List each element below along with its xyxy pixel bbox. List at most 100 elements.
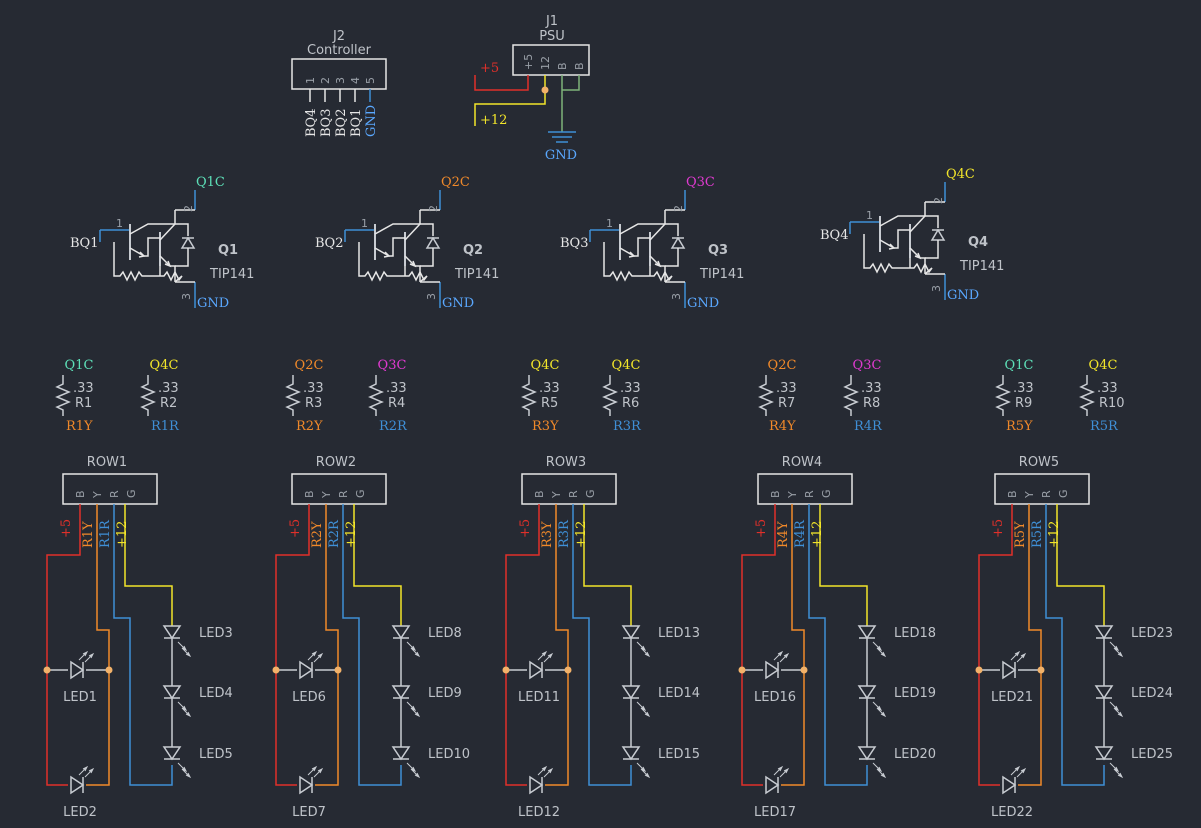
junction-dot — [334, 666, 342, 674]
led-ref: LED18 — [894, 626, 936, 641]
transistor-ref: Q1 — [218, 243, 238, 258]
led-icon — [529, 766, 553, 794]
row-net-label: R4Y — [776, 521, 791, 548]
j2-body — [291, 58, 387, 90]
wire-yellow — [583, 504, 632, 626]
led-ref: LED6 — [292, 690, 326, 705]
resistor-top-net: Q3C — [378, 358, 407, 373]
wire-red — [741, 504, 776, 786]
resistor-top-net: Q4C — [1089, 358, 1118, 373]
led-ref: LED14 — [658, 686, 700, 701]
j2-pin-number: 3 — [334, 77, 347, 84]
row-pin-letter: Y — [91, 491, 104, 499]
pin-number: 3 — [425, 293, 438, 300]
row-net-label: +5 — [754, 519, 769, 538]
j2-pin-number: 1 — [304, 77, 317, 84]
base-net-label: BQ4 — [820, 228, 848, 243]
j1-pin-number: +5 — [522, 54, 535, 70]
wire-orange — [545, 504, 569, 786]
wire-orange — [1018, 504, 1042, 786]
led-ref: LED4 — [199, 686, 233, 701]
resistor-top-net: Q4C — [612, 358, 641, 373]
resistor-ref: R7 — [778, 396, 795, 411]
j1-pin-number: B — [556, 62, 569, 70]
junction-dot — [105, 666, 113, 674]
row-net-label: R2Y — [310, 521, 325, 548]
resistor-ref: R4 — [388, 396, 405, 411]
wire-yellow — [353, 504, 402, 626]
led-ref: LED8 — [428, 626, 462, 641]
j2-net-label: BQ2 — [334, 109, 349, 137]
resistor-bottom-net: R4Y — [769, 419, 796, 434]
darlington-symbol — [358, 209, 440, 283]
row-net-label: +12 — [574, 521, 589, 548]
row-net-label: +12 — [1047, 521, 1062, 548]
base-net-label: BQ2 — [315, 236, 343, 251]
led-ref: LED13 — [658, 626, 700, 641]
j2-net-label: BQ4 — [304, 109, 319, 137]
led-ref: LED22 — [991, 805, 1033, 820]
j1-gnd-label: GND — [545, 148, 577, 163]
wire-blue — [113, 504, 173, 786]
row-net-label: R1Y — [81, 521, 96, 548]
led-ref: LED24 — [1131, 686, 1173, 701]
led-ref: LED5 — [199, 747, 233, 762]
row-pin-letter: B — [1006, 490, 1019, 498]
j1-pin-number: 12 — [539, 56, 552, 70]
resistor-bottom-net: R2Y — [296, 419, 323, 434]
led-ref: LED12 — [518, 805, 560, 820]
resistor-ref: R3 — [305, 396, 322, 411]
resistor-value: .33 — [776, 381, 797, 396]
row-pin-letter: G — [584, 489, 597, 498]
junction-dot — [564, 666, 572, 674]
resistor-symbol — [286, 379, 300, 417]
wire-gnd — [561, 75, 580, 132]
led-ref: LED19 — [894, 686, 936, 701]
row-net-label: +5 — [991, 519, 1006, 538]
row-net-label: R2R — [327, 519, 342, 548]
darlington-symbol — [603, 209, 685, 283]
row-pin-letter: R — [1040, 490, 1053, 498]
row-pin-letter: B — [74, 490, 87, 498]
resistor-symbol — [56, 379, 70, 417]
j2-net-label: BQ3 — [319, 109, 334, 137]
j1-body — [512, 44, 590, 76]
led-ref: LED16 — [754, 690, 796, 705]
pin-number: 1 — [866, 209, 873, 222]
led-icon — [858, 685, 886, 717]
resistor-bottom-net: R1R — [151, 419, 180, 434]
j2-pin-number: 4 — [349, 77, 362, 84]
resistor-top-net: Q3C — [853, 358, 882, 373]
led-ref: LED1 — [63, 690, 97, 705]
pin-number: 1 — [361, 217, 368, 230]
row-connector-body — [994, 473, 1090, 505]
resistor-top-net: Q1C — [65, 358, 94, 373]
row-connector-body — [521, 473, 617, 505]
led-icon — [622, 746, 650, 778]
row-pin-letter: G — [354, 489, 367, 498]
led-icon — [299, 651, 323, 679]
resistor-value: .33 — [73, 381, 94, 396]
wire-red — [275, 504, 310, 786]
